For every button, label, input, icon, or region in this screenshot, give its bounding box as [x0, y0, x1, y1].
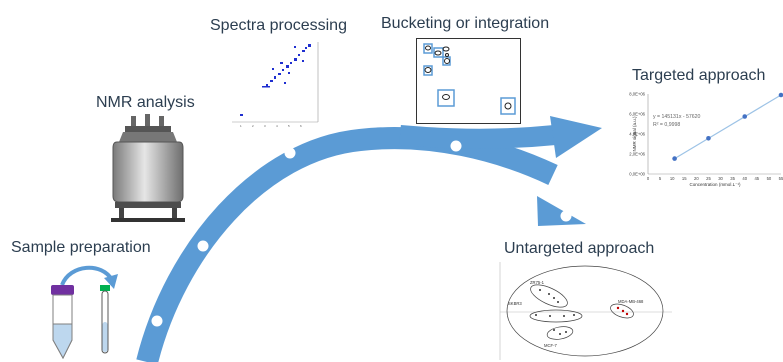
svg-text:1: 1 [240, 124, 242, 128]
pca-group-label-skbr3: SKBR3 [508, 301, 522, 306]
workflow-arrow-body [136, 127, 558, 362]
calibration-x-tick-label: 15 [682, 176, 687, 181]
calibration-y-tick-label: 2,0E+06 [629, 152, 645, 157]
curved-arrow-head [104, 274, 118, 289]
calibration-x-label: Concentration (mmol.L⁻¹) [690, 182, 741, 187]
svg-text:4: 4 [276, 124, 278, 128]
pca-score-plot: ZR75-1 SKBR3 MDA-MB-468 MCF-7 [499, 262, 672, 360]
calibration-x-tick-label: 40 [742, 176, 747, 181]
bucketing-plot [416, 38, 521, 124]
group-ellipse-mda [610, 303, 634, 319]
calibration-x-tick-label: 45 [754, 176, 759, 181]
calibration-x-tick-label: 20 [694, 176, 699, 181]
calibration-r-squared: R² = 0,9998 [653, 122, 680, 128]
calibration-x-tick-label: 50 [767, 176, 772, 181]
pca-group-label-mda: MDA-MB-468 [618, 299, 644, 304]
pca-points-mda [616, 306, 629, 316]
label-bucketing: Bucketing or integration [381, 15, 550, 32]
group-ellipse-skbr3 [529, 309, 583, 323]
calibration-points [672, 92, 783, 161]
step-dot-1 [151, 315, 163, 327]
curved-arrow-icon [60, 265, 114, 286]
calibration-y-tick-label: 8,0E+06 [629, 92, 645, 97]
svg-text:2: 2 [252, 124, 254, 128]
svg-text:3: 3 [264, 124, 266, 128]
calibration-fit-line [674, 94, 782, 160]
arrowhead-targeted [550, 116, 602, 158]
calibration-point [742, 114, 748, 119]
nmr-magnet-icon [111, 114, 185, 222]
calibration-x-ticks: 0 5 10 15 20 25 30 35 40 45 50 55 [647, 176, 783, 181]
calibration-x-tick-label: 55 [779, 176, 783, 181]
calibration-y-tick-label: 0,0E+00 [629, 172, 645, 177]
svg-text:6: 6 [300, 124, 302, 128]
calibration-y-ticks: 0,0E+00 2,0E+06 4,0E+06 6,0E+06 8,0E+06 [629, 92, 645, 177]
falcon-tube-icon [51, 285, 74, 360]
sample-tubes [51, 265, 118, 360]
step-dot-4 [450, 140, 462, 152]
pca-points [535, 289, 575, 335]
label-spectra-processing: Spectra processing [210, 17, 347, 34]
calibration-point [706, 136, 711, 141]
step-dot-5 [560, 210, 572, 222]
calibration-equation: y = 145131x - 57620 [653, 114, 701, 120]
label-nmr-analysis: NMR analysis [96, 94, 195, 111]
calibration-x-tick-label: 5 [659, 176, 662, 181]
label-untargeted-approach: Untargeted approach [504, 240, 655, 257]
calibration-point [672, 156, 677, 161]
calibration-x-tick-label: 35 [730, 176, 735, 181]
workflow-arrow-upper-shaft [399, 125, 556, 149]
svg-text:5: 5 [288, 124, 290, 128]
calibration-x-tick-label: 25 [706, 176, 711, 181]
calibration-x-tick-label: 10 [670, 176, 675, 181]
group-ellipse-mcf7 [546, 326, 574, 340]
calibration-y-tick-label: 4,0E+06 [629, 132, 645, 137]
calibration-y-tick-label: 6,0E+06 [629, 112, 645, 117]
calibration-x-tick-label: 30 [718, 176, 723, 181]
group-ellipse-zr75 [530, 284, 568, 308]
step-dot-3 [284, 147, 296, 159]
spectrum-2d-plot: 1 2 3 4 5 6 [222, 38, 322, 130]
step-dot-2 [197, 240, 209, 252]
label-targeted-approach: Targeted approach [632, 67, 766, 84]
nmr-tube-icon [100, 285, 110, 354]
pca-group-label-zr75: ZR75-1 [530, 280, 545, 285]
pca-confidence-ellipse [506, 265, 664, 357]
calibration-chart: 0,0E+00 2,0E+06 4,0E+06 6,0E+06 8,0E+06 0 5 10… [629, 92, 783, 187]
calibration-point [778, 92, 783, 98]
calibration-x-tick-label: 0 [647, 176, 650, 181]
arrowhead-untargeted [537, 196, 586, 226]
pca-group-label-mcf7: MCF-7 [544, 343, 557, 348]
calibration-y-label: NMR signal (a.u.) [632, 116, 637, 152]
label-sample-preparation: Sample preparation [11, 239, 151, 256]
